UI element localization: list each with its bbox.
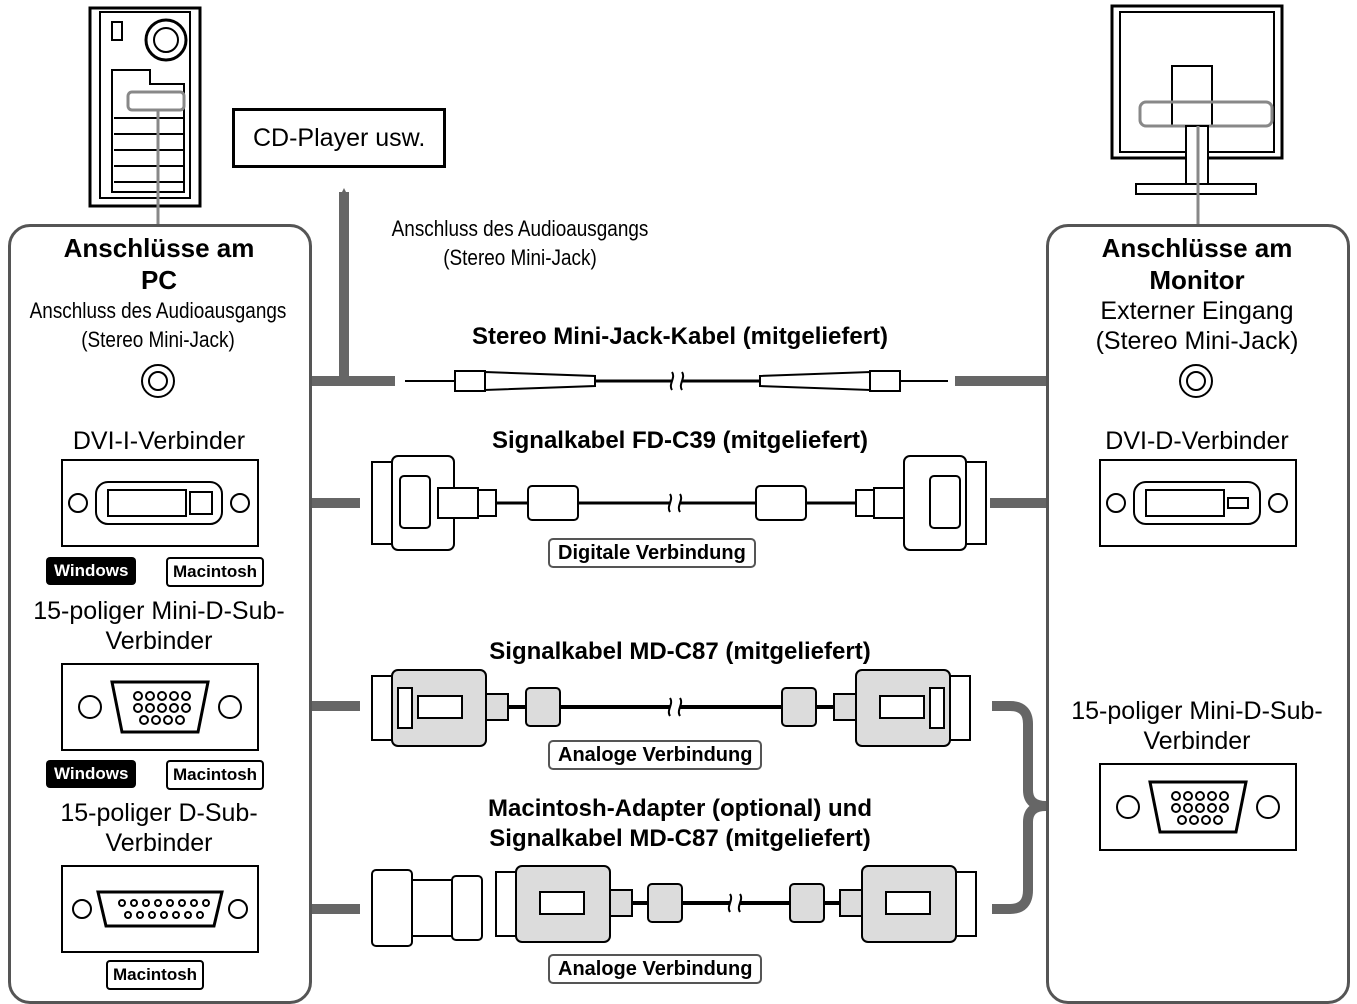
stereo-cable [405, 370, 948, 392]
pc-dvi-label: DVI-I-Verbinder [72, 427, 246, 455]
macintosh-badge: Macintosh [166, 760, 265, 790]
pc-mini-dsub-port-icon [61, 663, 259, 751]
monitor-panel-title: Anschlüsse am Monitor [1101, 233, 1293, 295]
dvi-cable [371, 455, 987, 551]
monitor-minidsub-label: 15-poliger Mini-D-Sub- Verbinder [1071, 697, 1323, 755]
cd-player-box: CD-Player usw. [232, 108, 447, 168]
pc-dsub-port-icon [61, 865, 259, 953]
macintosh-badge: Macintosh [166, 557, 265, 587]
audio-out-top-label: Anschluss des Audioausgangs (Stereo Mini… [391, 216, 649, 270]
pc-dsub-label: 15-poliger D-Sub- Verbinder [60, 799, 258, 857]
analog-connection-tag-2: Analoge Verbindung [548, 954, 763, 984]
vga-cable [371, 669, 971, 747]
pc-audio-label: Anschluss des Audioausgangs (Stereo Mini… [29, 298, 287, 352]
monitor-panel [1046, 224, 1350, 1004]
mdc87-cable-title: Signalkabel MD-C87 (mitgeliefert) [489, 638, 871, 665]
windows-badge: Windows [46, 760, 137, 788]
pc-panel-title: Anschlüsse am PC [63, 233, 255, 295]
monitor-audio-jack-icon [1179, 364, 1213, 398]
windows-badge: Windows [46, 557, 137, 585]
fdc39-cable-title: Signalkabel FD-C39 (mitgeliefert) [491, 427, 869, 454]
mac-cable-title: Macintosh-Adapter (optional) und Signalk… [488, 795, 872, 852]
stereo-cable-title: Stereo Mini-Jack-Kabel (mitgeliefert) [471, 323, 889, 350]
monitor-mini-dsub-port-icon [1099, 763, 1297, 851]
monitor-dvi-label: DVI-D-Verbinder [1105, 427, 1289, 455]
mac-adapter-cable [371, 865, 977, 947]
digital-connection-tag: Digitale Verbindung [548, 538, 756, 568]
pc-dvi-port-icon [61, 459, 259, 547]
monitor-ext-label: Externer Eingang (Stereo Mini-Jack) [1095, 297, 1299, 355]
pc-tower-icon [88, 6, 202, 225]
cd-player-label: CD-Player usw. [253, 124, 426, 152]
pc-minidsub-label: 15-poliger Mini-D-Sub- Verbinder [33, 597, 285, 655]
monitor-dvi-port-icon [1099, 459, 1297, 547]
analog-connection-tag: Analoge Verbindung [548, 740, 763, 770]
pc-audio-jack-icon [141, 364, 175, 398]
macintosh-badge: Macintosh [106, 960, 205, 990]
monitor-icon [1110, 4, 1284, 228]
